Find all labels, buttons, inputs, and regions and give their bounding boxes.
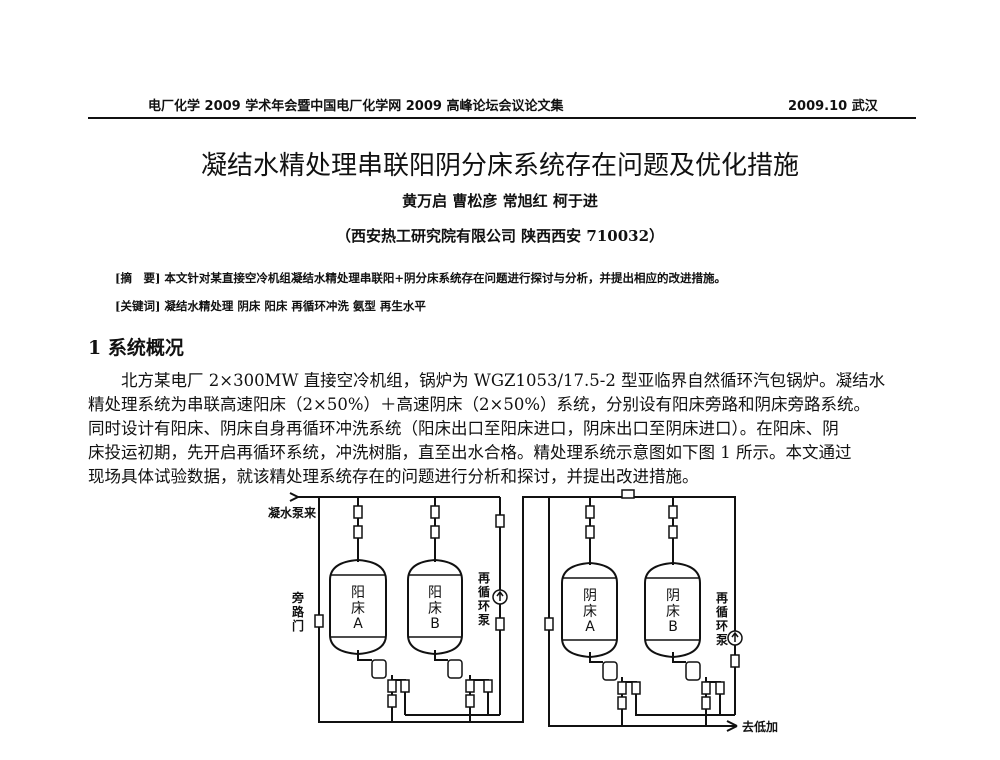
valves xyxy=(314,489,740,710)
body-line: 精处理系统为串联高速阳床（2×50%）＋高速阴床（2×50%）系统，分别设有阳床… xyxy=(88,395,870,414)
svg-text:路: 路 xyxy=(292,604,305,619)
section-heading: 1 系统概况 xyxy=(88,337,184,359)
svg-text:旁: 旁 xyxy=(291,590,304,605)
label-anion-a: 阴床A xyxy=(583,588,597,635)
svg-text:泵: 泵 xyxy=(478,613,490,627)
svg-text:阴: 阴 xyxy=(583,588,597,604)
tank-anion-a xyxy=(561,561,618,659)
tank-cation-a xyxy=(329,558,387,656)
body-line: 北方某电厂 2×300MW 直接空冷机组，锅炉为 WGZ1053/17.5-2 … xyxy=(121,371,886,390)
affiliation: （西安热工研究院有限公司 陕西西安 710032） xyxy=(335,227,665,245)
label-cation-b: 阳床B xyxy=(428,585,442,632)
label-bypass: 旁 路 门 xyxy=(291,590,305,633)
abstract: [摘 要] 本文针对某直接空冷机组凝结水精处理串联阳+阴分床系统存在问题进行探讨… xyxy=(115,270,726,286)
body-paragraph: 北方某电厂 2×300MW 直接空冷机组，锅炉为 WGZ1053/17.5-2 … xyxy=(88,369,918,489)
abstract-text: 本文针对某直接空冷机组凝结水精处理串联阳+阴分床系统存在问题进行探讨与分析，并提… xyxy=(160,271,727,285)
svg-text:B: B xyxy=(668,619,678,635)
svg-text:B: B xyxy=(430,616,440,632)
label-anion-b: 阴床B xyxy=(666,588,680,635)
running-header-left: 电厂化学 2009 学术年会暨中国电厂化学网 2009 高峰论坛会议论文集 xyxy=(148,99,564,114)
svg-text:阴: 阴 xyxy=(666,588,680,604)
svg-text:A: A xyxy=(353,616,363,632)
recirculation-pump-1-icon xyxy=(492,589,508,605)
body-line: 同时设计有阳床、阴床自身再循环冲洗系统（阳床出口至阳床进口，阴床出口至阴床进口）… xyxy=(88,419,839,438)
svg-text:床: 床 xyxy=(666,604,680,620)
recirculation-pump-2-icon xyxy=(727,630,743,646)
svg-text:门: 门 xyxy=(292,618,304,633)
header-rule xyxy=(88,117,916,119)
svg-text:环: 环 xyxy=(478,599,490,613)
svg-text:阳: 阳 xyxy=(428,585,442,601)
svg-text:床: 床 xyxy=(428,601,442,617)
label-outlet: 去低加 xyxy=(742,719,778,734)
svg-text:A: A xyxy=(585,619,595,635)
svg-text:床: 床 xyxy=(583,604,597,620)
svg-text:床: 床 xyxy=(351,601,365,617)
keywords-text: 凝结水精处理 阴床 阳床 再循环冲洗 氨型 再生水平 xyxy=(160,299,426,313)
svg-text:阳: 阳 xyxy=(351,585,365,601)
abstract-label: [摘 要] xyxy=(115,271,161,285)
body-line: 现场具体试验数据，就该精处理系统存在的问题进行分析和探讨，并提出改进措施。 xyxy=(88,467,699,486)
paper-title: 凝结水精处理串联阳阴分床系统存在问题及优化措施 xyxy=(200,151,799,181)
svg-text:循: 循 xyxy=(478,584,490,599)
svg-text:再: 再 xyxy=(478,571,490,585)
authors: 黄万启 曹松彦 常旭红 柯于进 xyxy=(402,192,598,210)
svg-text:循: 循 xyxy=(716,604,728,619)
keywords: [关键词] 凝结水精处理 阴床 阳床 再循环冲洗 氨型 再生水平 xyxy=(115,298,426,314)
resin-traps xyxy=(371,659,701,681)
label-inlet: 凝水泵来 xyxy=(268,505,317,520)
running-header-right: 2009.10 武汉 xyxy=(788,99,878,114)
tank-cation-b xyxy=(407,558,463,656)
svg-text:环: 环 xyxy=(716,619,728,633)
tank-anion-b xyxy=(644,561,701,659)
body-line: 床投运初期，先开启再循环系统，冲洗树脂，直至出水合格。精处理系统示意图如下图 1… xyxy=(88,443,852,462)
keywords-label: [关键词] xyxy=(115,299,161,313)
svg-text:泵: 泵 xyxy=(716,633,728,647)
svg-text:再: 再 xyxy=(716,591,728,605)
label-cation-a: 阳床A xyxy=(351,585,365,632)
